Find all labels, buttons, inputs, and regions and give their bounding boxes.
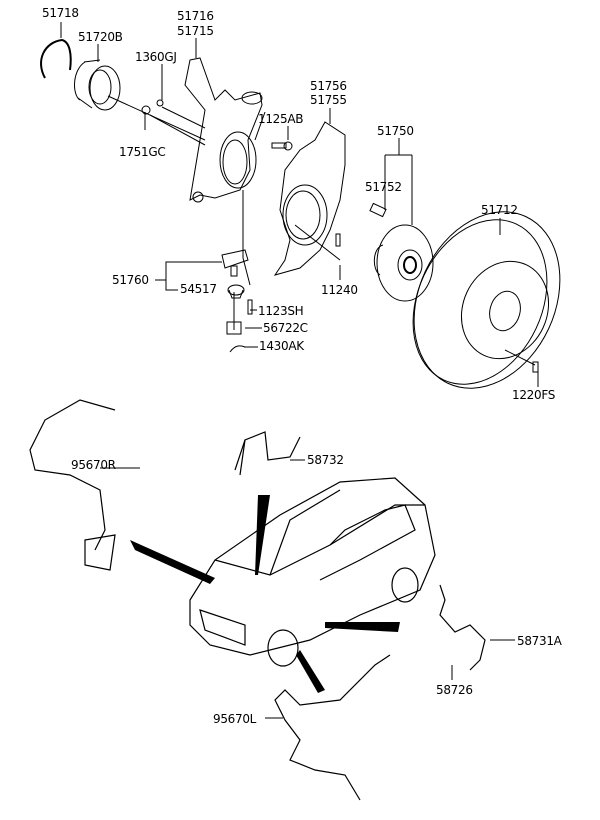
abs-wires xyxy=(29,399,486,801)
label-56722C: 56722C xyxy=(263,321,308,335)
label-95670L: 95670L xyxy=(213,712,257,726)
label-51716: 51716 xyxy=(177,9,214,23)
label-51756: 51756 xyxy=(310,79,347,93)
label-51760: 51760 xyxy=(112,273,149,287)
brake-disc xyxy=(412,211,561,389)
label-51720B: 51720B xyxy=(78,30,123,44)
label-1220FS: 1220FS xyxy=(512,388,556,402)
vehicle xyxy=(189,477,436,667)
label-58726: 58726 xyxy=(436,683,473,697)
wheel-hub xyxy=(373,224,434,302)
label-51712: 51712 xyxy=(481,203,518,217)
label-95670R: 95670R xyxy=(71,458,116,472)
label-51715: 51715 xyxy=(177,24,214,38)
wheel-bearing xyxy=(74,59,121,111)
label-51752: 51752 xyxy=(365,180,402,194)
label-51718: 51718 xyxy=(42,6,79,20)
steering-knuckle xyxy=(184,57,263,203)
label-58731A: 58731A xyxy=(517,634,562,648)
label-51755: 51755 xyxy=(310,93,347,107)
label-1123SH: 1123SH xyxy=(258,304,304,318)
pointer-wedges xyxy=(130,495,400,693)
label-54517: 54517 xyxy=(180,282,217,296)
dust-shield xyxy=(273,121,346,276)
label-1360GJ: 1360GJ xyxy=(135,50,177,64)
small-parts xyxy=(141,99,539,373)
label-1430AK: 1430AK xyxy=(259,339,304,353)
label-11240: 11240 xyxy=(321,283,358,297)
label-1125AB: 1125AB xyxy=(258,112,304,126)
leader-lines xyxy=(60,22,539,719)
label-51750: 51750 xyxy=(377,124,414,138)
label-58732: 58732 xyxy=(307,453,344,467)
snap-ring xyxy=(40,38,72,79)
label-1751GC: 1751GC xyxy=(119,145,166,159)
